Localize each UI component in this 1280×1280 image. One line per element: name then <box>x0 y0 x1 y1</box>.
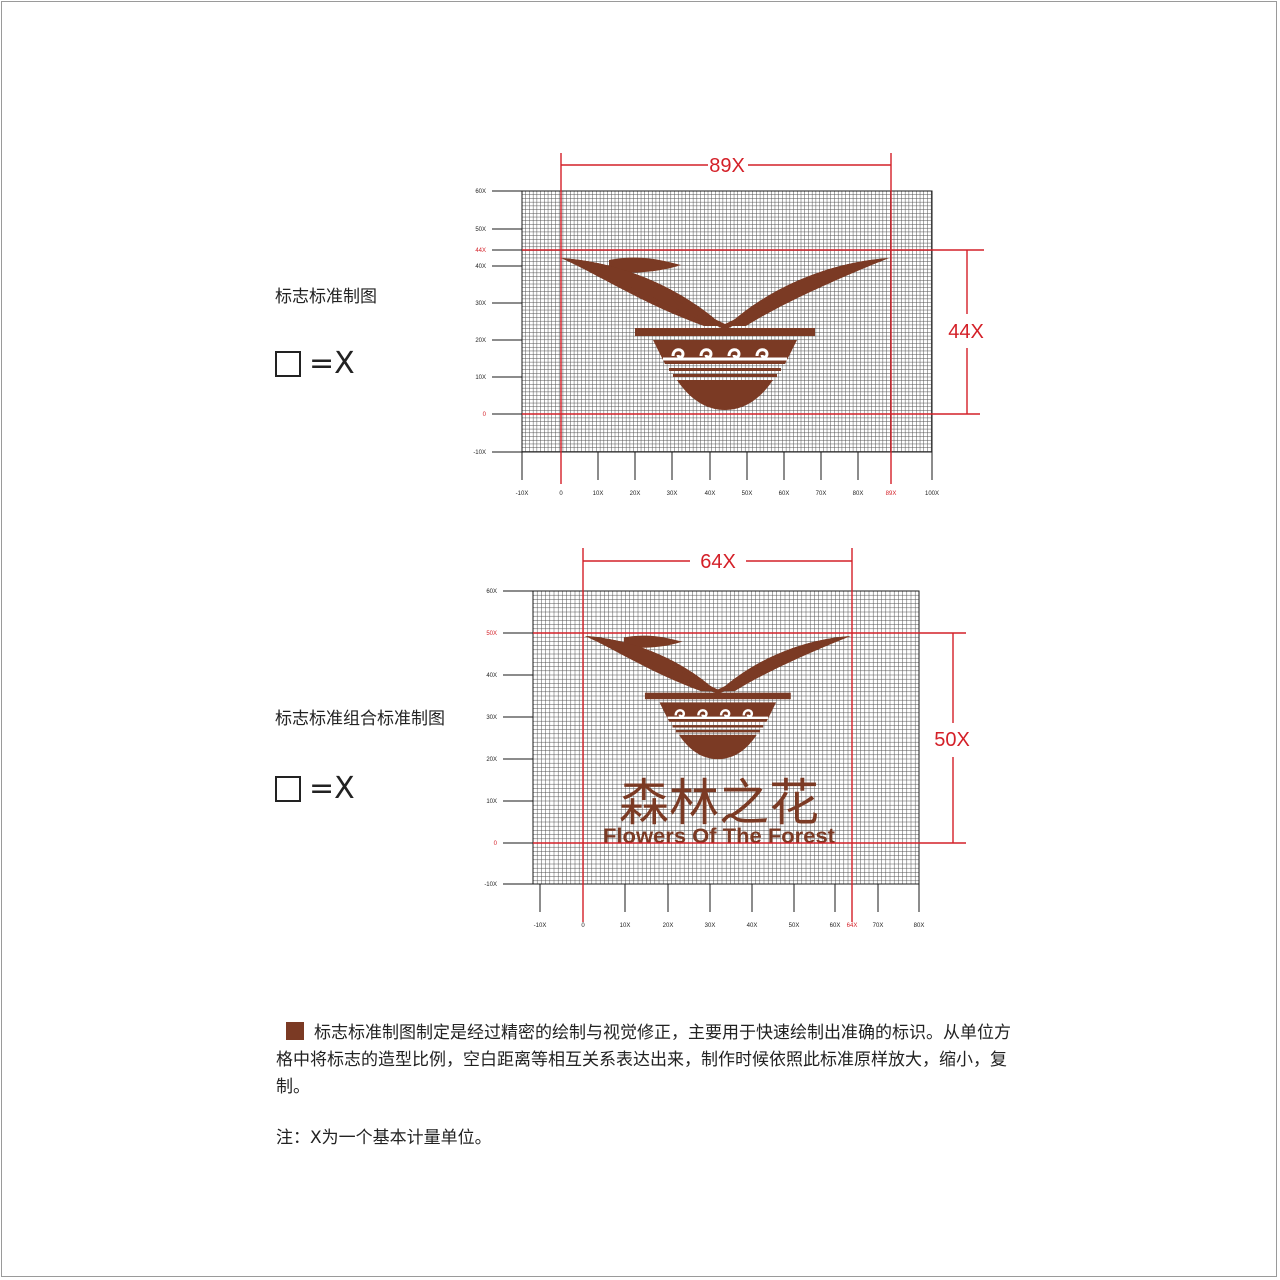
grid-2: 60X 50X 40X 30X 20X 10X 0 -10X -10X 0 10X 20X 30X 40… <box>484 548 970 929</box>
x-tick-label: 30X <box>705 923 716 929</box>
color-swatch-icon <box>286 1022 304 1040</box>
x-tick-label: 100X <box>925 491 939 497</box>
x-tick-label: 64X <box>847 923 858 929</box>
y-tick-label: 30X <box>486 715 497 721</box>
x-tick-label: 50X <box>789 923 800 929</box>
grid-2-height-label: 50X <box>934 729 970 751</box>
y-tick-label: 20X <box>486 757 497 763</box>
unit-square-icon <box>275 350 301 377</box>
x-tick-label: 10X <box>593 491 604 497</box>
x-tick-label: 80X <box>853 491 864 497</box>
x-tick-label: -10X <box>534 923 547 929</box>
section1-unit-legend: =X <box>275 346 355 381</box>
y-tick-label: 60X <box>475 189 486 195</box>
y-tick-label: 10X <box>486 799 497 805</box>
grid-2-width-label: 64X <box>700 551 736 573</box>
y-tick-label: 40X <box>486 673 497 679</box>
x-tick-label: 30X <box>667 491 678 497</box>
grid-2-axis-ticks <box>503 590 920 912</box>
grid-1-x-tick-labels: -10X 0 10X 20X 30X 40X 50X 60X 70X 80X 89X 100X <box>516 491 939 497</box>
grid-2-y-tick-labels: 60X 50X 40X 30X 20X 10X 0 -10X <box>484 589 497 888</box>
grid-1-axis-ticks <box>492 190 933 480</box>
section2-title: 标志标准组合标准制图 <box>275 709 445 729</box>
description-text: 标志标准制图制定是经过精密的绘制与视觉修正，主要用于快速绘制出准确的标识。从单位… <box>276 1023 1011 1097</box>
brand-name-en: Flowers Of The Forest <box>603 825 835 848</box>
brand-name-cn: 森林之花 <box>619 774 819 832</box>
x-tick-label: 10X <box>620 923 631 929</box>
y-tick-label: -10X <box>473 450 486 456</box>
x-tick-label: 40X <box>705 491 716 497</box>
x-tick-label: 0 <box>581 923 585 929</box>
y-tick-label: 60X <box>486 589 497 595</box>
y-tick-label: 0 <box>494 841 498 847</box>
grid-2-dimension-lines <box>533 548 966 922</box>
x-tick-label: 40X <box>747 923 758 929</box>
y-tick-label: 30X <box>475 301 486 307</box>
grid-1-dimension-lines <box>522 153 984 484</box>
unit-square-icon <box>275 775 301 802</box>
grid-2-x-tick-labels: -10X 0 10X 20X 30X 40X 50X 60X 64X 70X 80X <box>534 923 925 929</box>
x-tick-label: 20X <box>630 491 641 497</box>
x-tick-label: 60X <box>779 491 790 497</box>
section2-unit-legend: =X <box>275 771 355 806</box>
unit-symbol: =X <box>309 771 355 806</box>
y-tick-label: 10X <box>475 375 486 381</box>
x-tick-label: 89X <box>886 491 897 497</box>
y-tick-label: 0 <box>483 412 487 418</box>
grid-1-width-label: 89X <box>709 155 745 177</box>
x-tick-label: 60X <box>830 923 841 929</box>
y-tick-label: -10X <box>484 882 497 888</box>
grid-1-y-tick-labels: 60X 50X 44X 40X 30X 20X 10X 0 -10X <box>473 189 486 456</box>
y-tick-label: 50X <box>475 227 486 233</box>
unit-symbol: =X <box>309 346 355 381</box>
grid-1-height-label: 44X <box>948 321 984 343</box>
x-tick-label: 70X <box>873 923 884 929</box>
y-tick-label: 20X <box>475 338 486 344</box>
section1-title: 标志标准制图 <box>275 287 377 307</box>
y-tick-label: 40X <box>475 264 486 270</box>
grid-1: 60X 50X 44X 40X 30X 20X 10X 0 -10X -10X 0 10X 20X 30… <box>473 153 984 497</box>
x-tick-label: 70X <box>816 491 827 497</box>
x-tick-label: 80X <box>914 923 925 929</box>
x-tick-label: 50X <box>742 491 753 497</box>
footnote: 注：X为一个基本计量单位。 <box>276 1128 492 1148</box>
x-tick-label: -10X <box>516 491 529 497</box>
x-tick-label: 0 <box>559 491 563 497</box>
y-tick-label: 44X <box>475 248 486 254</box>
y-tick-label: 50X <box>486 631 497 637</box>
x-tick-label: 20X <box>663 923 674 929</box>
grid-1-cells <box>521 190 932 452</box>
description-paragraph: 标志标准制图制定是经过精密的绘制与视觉修正，主要用于快速绘制出准确的标识。从单位… <box>276 1020 1016 1101</box>
